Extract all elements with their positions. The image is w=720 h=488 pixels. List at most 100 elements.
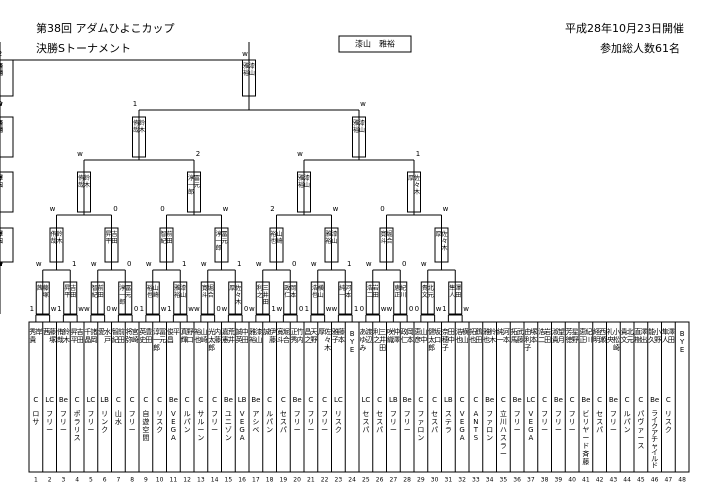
svg-text:パ: パ xyxy=(431,426,438,434)
match-score: 1 xyxy=(140,305,144,313)
svg-text:浩: 浩 xyxy=(538,327,545,336)
svg-text:内: 内 xyxy=(297,335,304,344)
svg-text:雅: 雅 xyxy=(483,327,490,336)
svg-text:愛: 愛 xyxy=(98,327,105,336)
svg-text:T: T xyxy=(473,426,479,434)
svg-text:漆: 漆 xyxy=(359,119,365,127)
svg-text:リ: リ xyxy=(101,410,108,418)
svg-text:岡: 岡 xyxy=(407,328,414,336)
svg-text:三: 三 xyxy=(379,328,386,336)
svg-text:ク: ク xyxy=(665,426,672,434)
match-score: 0 xyxy=(0,260,2,268)
match-score: w xyxy=(332,305,338,313)
svg-text:也: 也 xyxy=(456,335,463,344)
match-score: 1 xyxy=(237,260,241,268)
svg-text:ク: ク xyxy=(651,422,658,430)
match-score: w xyxy=(91,260,97,268)
svg-text:憲: 憲 xyxy=(222,335,229,344)
svg-text:ス: ス xyxy=(362,418,369,426)
svg-text:川: 川 xyxy=(400,292,406,299)
svg-text:拓: 拓 xyxy=(511,327,518,336)
svg-text:西: 西 xyxy=(0,120,3,127)
svg-text:斗: 斗 xyxy=(202,292,208,299)
svg-text:水: 水 xyxy=(115,417,122,426)
player-class: C xyxy=(473,396,478,404)
svg-text:本: 本 xyxy=(338,335,345,344)
svg-text:崎: 崎 xyxy=(153,291,159,299)
player-class: Be xyxy=(251,396,260,404)
svg-text:G: G xyxy=(459,426,464,434)
match-score: w xyxy=(223,205,229,213)
player-class: C xyxy=(281,396,286,404)
svg-text:裕: 裕 xyxy=(270,230,276,238)
svg-text:昌: 昌 xyxy=(304,328,311,336)
svg-text:雅: 雅 xyxy=(332,327,339,336)
svg-text:哉: 哉 xyxy=(50,237,56,245)
svg-text:太: 太 xyxy=(428,335,435,344)
svg-text:淳: 淳 xyxy=(215,230,221,238)
svg-text:リ: リ xyxy=(60,418,67,426)
svg-text:彦: 彦 xyxy=(414,335,421,344)
svg-text:ー: ー xyxy=(610,426,617,434)
svg-text:野: 野 xyxy=(187,328,194,336)
svg-text:リ: リ xyxy=(211,418,218,426)
svg-text:冨: 冨 xyxy=(159,328,166,336)
svg-text:ァ: ァ xyxy=(486,418,493,426)
svg-text:サ: サ xyxy=(197,410,204,418)
svg-text:ー: ー xyxy=(500,450,507,458)
svg-text:小: 小 xyxy=(654,327,661,336)
svg-text:間: 間 xyxy=(142,434,149,442)
player-number: 41 xyxy=(582,477,590,484)
svg-text:山: 山 xyxy=(420,327,427,336)
player-club: リンク xyxy=(101,410,108,434)
player-club: フリー xyxy=(321,410,328,434)
player-name: 藤塚茜 xyxy=(43,327,56,344)
player-number: 34 xyxy=(486,477,494,484)
svg-text:貴: 貴 xyxy=(621,327,628,336)
svg-text:リ: リ xyxy=(665,410,672,418)
player-number: 32 xyxy=(458,477,466,484)
match-score: w xyxy=(201,260,207,268)
match-score: w xyxy=(112,305,118,313)
svg-text:木: 木 xyxy=(84,181,90,189)
svg-text:セ: セ xyxy=(431,410,438,418)
svg-text:誠: 誠 xyxy=(236,327,243,336)
svg-text:リ: リ xyxy=(569,418,576,426)
player-club: フリー xyxy=(46,410,53,434)
svg-text:明: 明 xyxy=(593,336,600,344)
svg-text:E: E xyxy=(529,418,533,426)
svg-text:経: 経 xyxy=(0,119,3,127)
svg-text:井: 井 xyxy=(228,335,235,344)
svg-text:G: G xyxy=(171,426,176,434)
match-score: w xyxy=(242,50,248,58)
svg-text:侑: 侑 xyxy=(50,230,56,238)
winner-box xyxy=(0,227,14,263)
player-club: ステラ xyxy=(445,410,452,434)
svg-text:ー: ー xyxy=(129,426,136,434)
match-score: w xyxy=(36,260,42,268)
svg-text:田: 田 xyxy=(544,336,551,344)
svg-text:裕: 裕 xyxy=(243,69,249,77)
svg-text:リ: リ xyxy=(129,418,136,426)
player-class: C xyxy=(130,396,135,404)
